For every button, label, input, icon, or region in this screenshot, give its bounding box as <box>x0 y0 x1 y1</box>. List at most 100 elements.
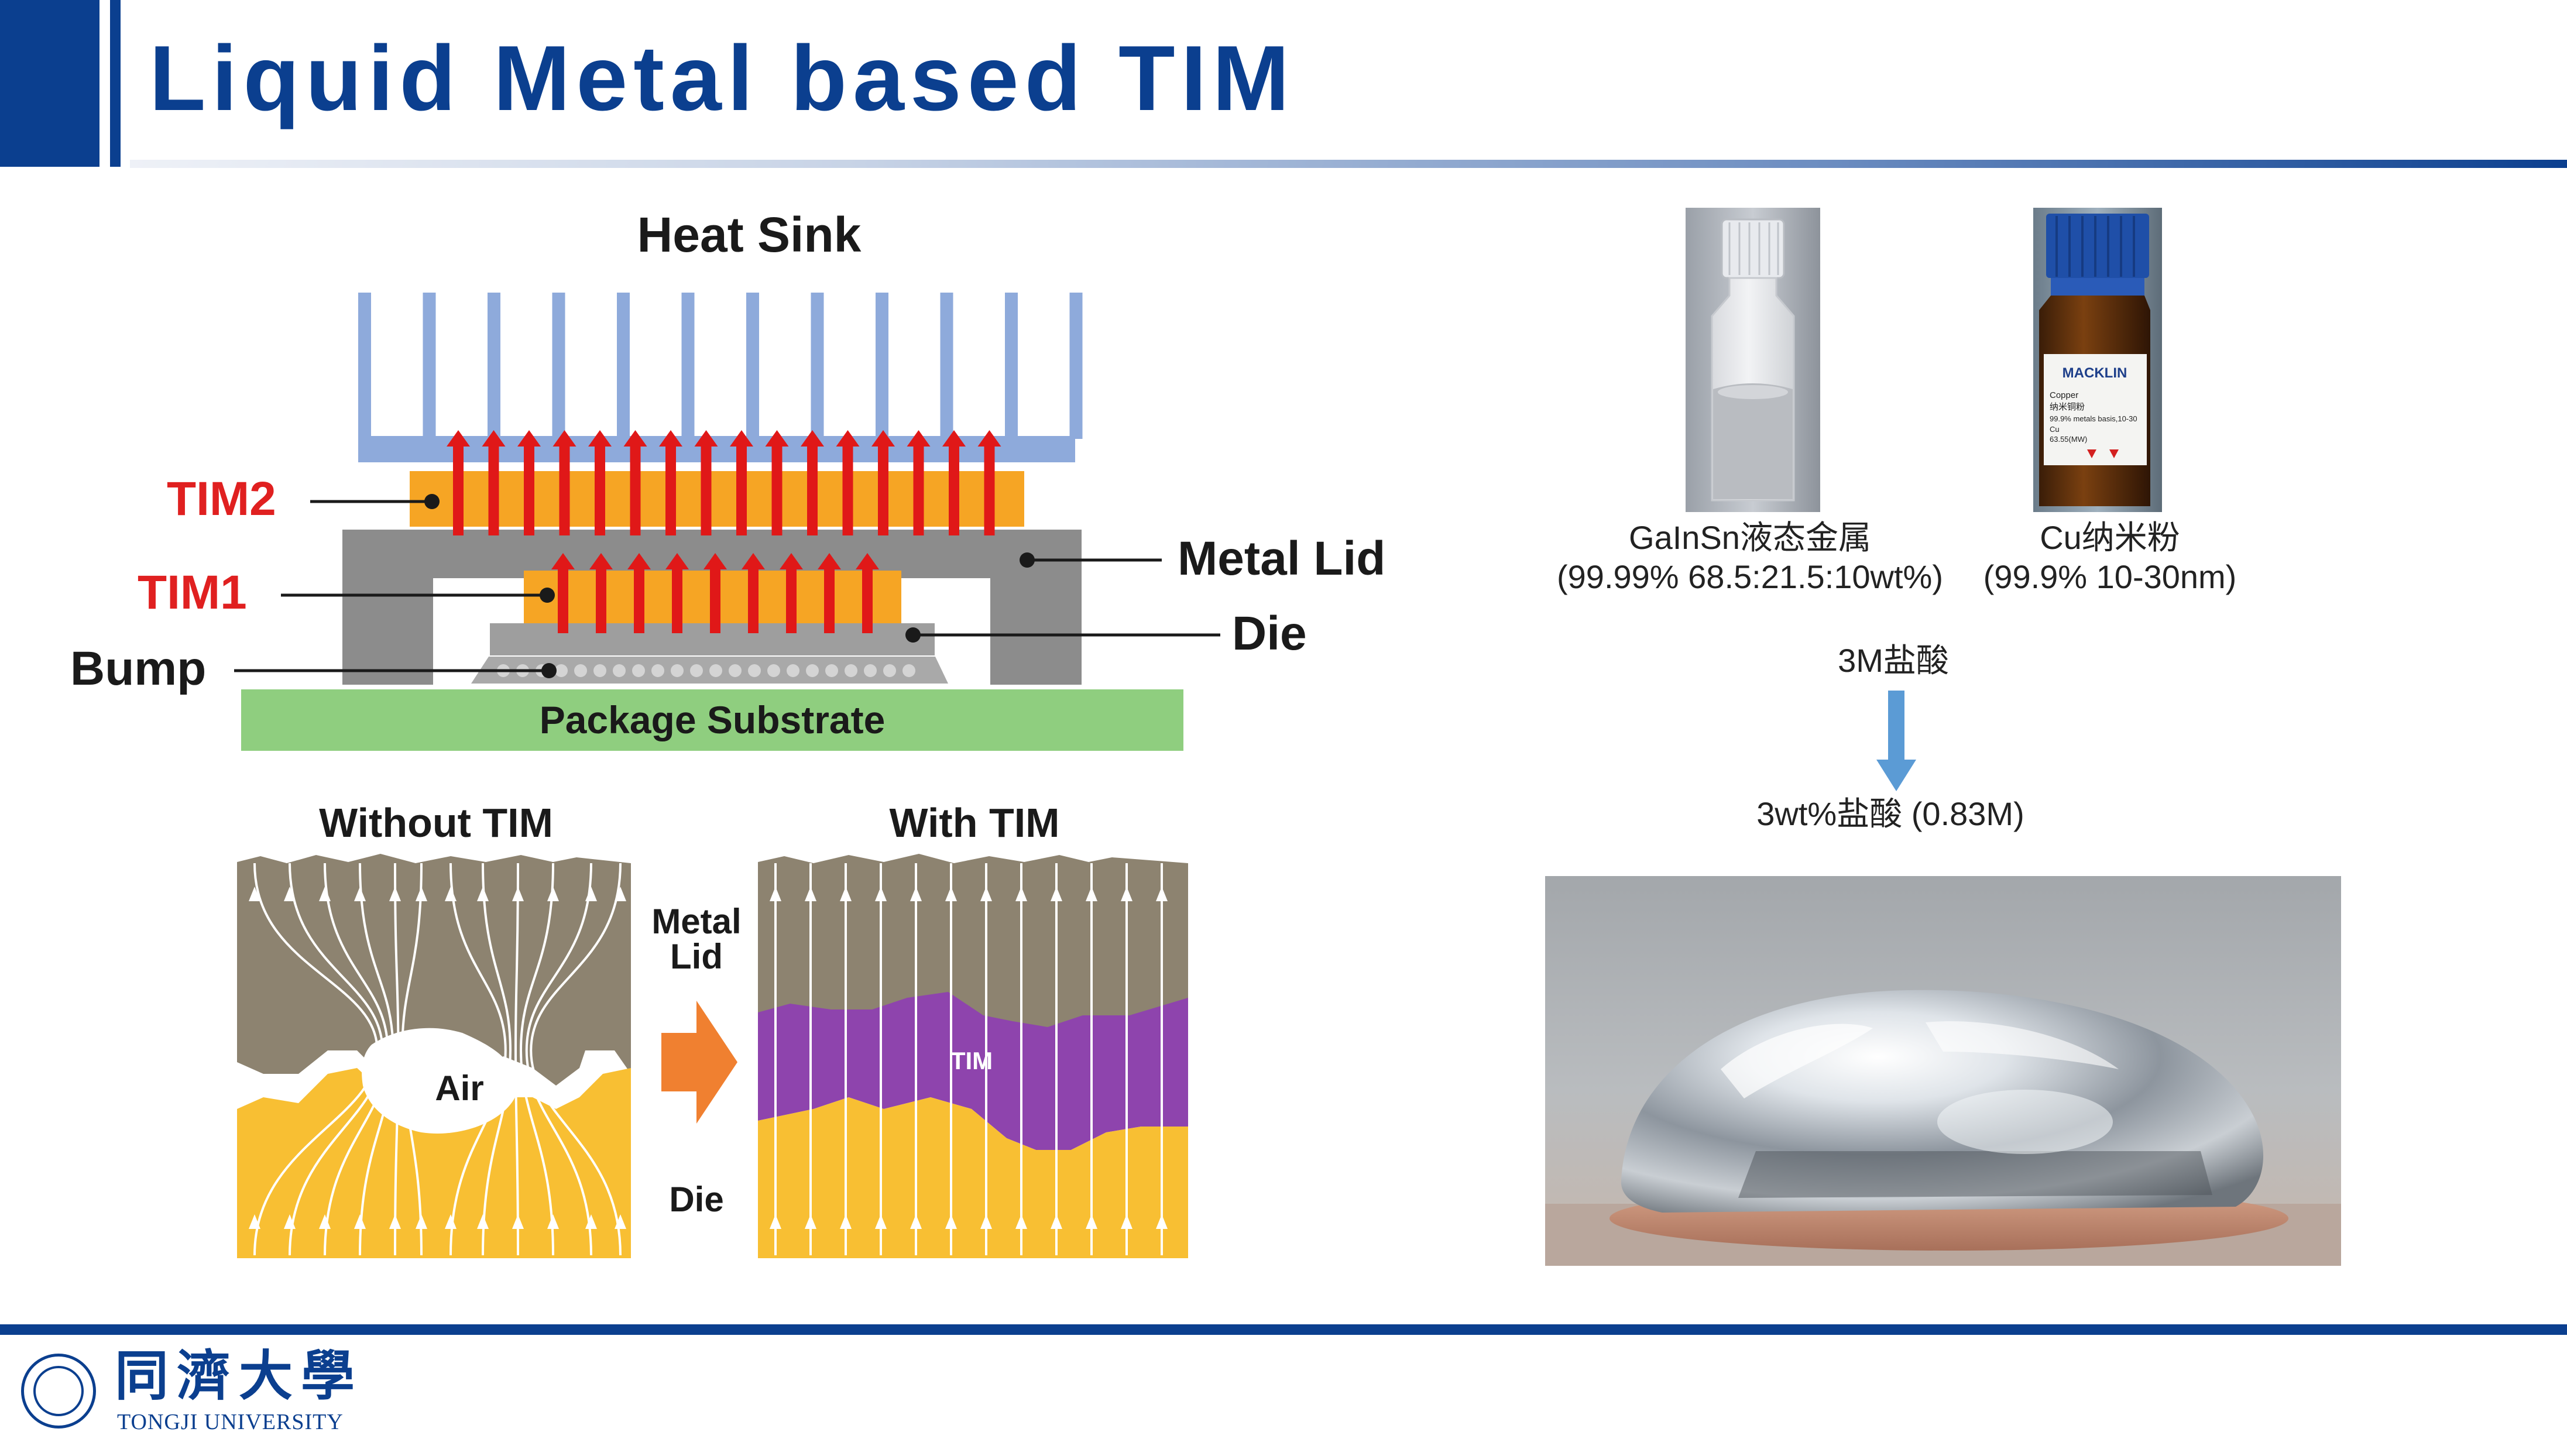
heat-arrow-top-head <box>623 430 647 447</box>
bump-ball <box>690 664 703 677</box>
heat-sink-fins <box>358 293 1083 439</box>
metal-lid-label-2: Metal <box>651 902 741 941</box>
die-dot <box>905 627 921 643</box>
heat-sink-fin <box>1005 293 1018 439</box>
with-tim-title: With TIM <box>890 800 1060 846</box>
bottle-brand: MACKLIN <box>2062 365 2127 381</box>
heat-flow-line <box>253 863 379 1256</box>
bump-ball <box>825 664 838 677</box>
heat-arrow-top-head <box>694 430 718 447</box>
acid-output-label: 3wt%盐酸 (0.83M) <box>1756 795 2024 832</box>
header-accent-block <box>0 0 99 167</box>
heat-arrow-top-head <box>836 430 860 447</box>
heat-arrow-top-head <box>447 430 470 447</box>
university-seal-icon <box>21 1354 96 1428</box>
heat-arrow-bottom-head <box>665 553 689 569</box>
die-rough-left <box>237 1068 631 1258</box>
bump-ball <box>787 664 799 677</box>
heat-flow-arrowhead <box>547 887 559 901</box>
heat-flow-arrowhead <box>319 1214 331 1229</box>
heat-flow-arrowhead <box>249 1214 260 1229</box>
heat-sink-fin <box>746 293 759 439</box>
liquid-metal-droplet-photo <box>1545 876 2341 1266</box>
heat-flow-arrowhead <box>770 1214 781 1229</box>
bottle-line-2: 纳米铜粉 <box>2050 402 2085 412</box>
heat-arrow-top-head <box>482 430 506 447</box>
lid-label-2: Lid <box>670 937 723 976</box>
heat-flow-arrowhead <box>1121 1214 1132 1229</box>
heat-flow-arrowhead <box>585 1214 597 1229</box>
heat-flow-arrowhead <box>445 1214 457 1229</box>
heat-flow-arrowhead <box>249 887 260 901</box>
heat-flow-line <box>449 863 507 1256</box>
heat-flow-line <box>394 863 400 1256</box>
cu-caption: Cu纳米粉 (99.9% 10-30nm) <box>1958 518 2262 596</box>
gainsn-bottle-photo <box>1686 208 1820 512</box>
heat-flow-line <box>519 863 554 1256</box>
package-substrate <box>241 689 1183 751</box>
heat-arrow-top-head <box>517 430 541 447</box>
heat-flow-arrowhead <box>1121 887 1132 901</box>
heat-flow-arrowhead <box>770 887 781 901</box>
substrate-label: Package Substrate <box>540 698 886 741</box>
bump-ball <box>883 664 896 677</box>
heat-flow-arrowhead <box>945 887 957 901</box>
tim-layer <box>758 992 1188 1150</box>
heat-sink-base <box>358 436 1075 462</box>
heat-arrow-bottom-head <box>742 553 765 569</box>
bump-ball <box>806 664 819 677</box>
bump-ball <box>651 664 664 677</box>
heat-sink-fin <box>876 293 888 439</box>
metal-lid-label: Metal Lid <box>1178 532 1385 585</box>
heat-arrow-top-head <box>942 430 966 447</box>
heat-flow-arrowhead <box>910 887 922 901</box>
heat-sink-label: Heat Sink <box>637 211 862 262</box>
heat-flow-arrowhead <box>585 887 597 901</box>
heat-arrow-top-head <box>588 430 612 447</box>
heat-flow-arrowhead <box>1086 1214 1097 1229</box>
heat-flow-lines-left <box>249 863 626 1256</box>
tim2-dot <box>424 494 440 509</box>
die-label-2: Die <box>669 1180 723 1219</box>
die-rough-right <box>758 1097 1188 1258</box>
heat-flow-arrows <box>447 430 1001 633</box>
heat-sink-fin <box>681 293 695 439</box>
gainsn-caption: GaInSn液态金属 (99.99% 68.5:21.5:10wt%) <box>1545 518 1955 596</box>
header-divider <box>130 160 2567 168</box>
heat-arrow-bottom-head <box>551 553 575 569</box>
bump-ball <box>748 664 761 677</box>
metal-lid-dot <box>1020 552 1035 568</box>
tim1-label: TIM1 <box>138 566 247 619</box>
heat-sink-fin <box>617 293 630 439</box>
cu-nanopowder-bottle-photo: MACKLIN Copper 纳米铜粉 99.9% metals basis,1… <box>2033 208 2162 512</box>
heat-arrow-bottom-head <box>818 553 841 569</box>
heat-flow-arrowhead <box>615 887 626 901</box>
heat-flow-arrowhead <box>875 1214 887 1229</box>
heat-sink-fin <box>488 293 500 439</box>
dilution-arrow <box>1876 691 1916 791</box>
heat-flow-arrowhead <box>389 1214 401 1229</box>
bump-ball <box>613 664 626 677</box>
heat-flow-arrowhead <box>284 887 296 901</box>
heat-flow-lines-right <box>770 863 1168 1255</box>
heat-flow-line <box>514 863 519 1256</box>
heat-flow-arrowhead <box>980 1214 992 1229</box>
air-gap <box>362 1028 516 1134</box>
heat-flow-arrowhead <box>354 887 366 901</box>
die-label: Die <box>1232 607 1307 660</box>
heat-flow-arrowhead <box>1086 887 1097 901</box>
heat-flow-arrowhead <box>945 1214 957 1229</box>
bump-ball <box>709 664 722 677</box>
bottle-line-5: 63.55(MW) <box>2050 435 2087 444</box>
heat-arrow-bottom-head <box>703 553 727 569</box>
bump-ball <box>555 664 568 677</box>
acid-input-label: 3M盐酸 <box>1838 642 1949 679</box>
metal-lid-rough-left <box>237 854 631 1086</box>
heat-sink-fin <box>1069 293 1083 439</box>
heat-arrow-top-head <box>765 430 789 447</box>
heat-arrow-top-head <box>907 430 931 447</box>
metal-lid-shape <box>342 530 1082 685</box>
heat-flow-arrowhead <box>980 887 992 901</box>
heat-sink-fin <box>552 293 565 439</box>
tim2-layer <box>410 471 1024 527</box>
